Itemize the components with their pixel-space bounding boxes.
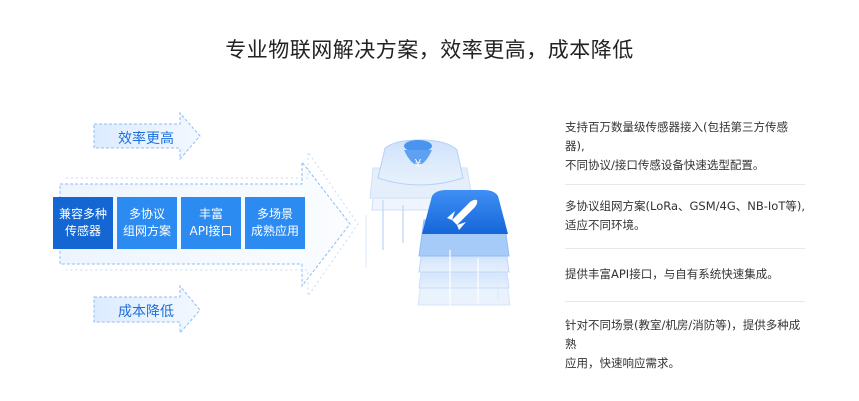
feature-line: 多场景: [256, 207, 293, 221]
rocket-stack: [417, 190, 511, 310]
feature-scenarios: 多场景成熟应用: [245, 197, 305, 249]
feature-line: 丰富: [198, 207, 223, 221]
advantage-line: 应用，快速响应需求。: [565, 356, 680, 370]
page-title: 专业物联网解决方案，效率更高，成本降低: [225, 38, 634, 62]
feature-line: 组网方案: [122, 224, 171, 238]
advantage-item: 提供丰富API接口，与自有系统快速集成。: [565, 249, 805, 302]
feature-line: 成熟应用: [250, 224, 299, 238]
advantage-item: 多协议组网方案(LoRa、GSM/4G、NB-IoT等), 适应不同环境。: [565, 185, 805, 249]
feature-sensor-compat: 兼容多种传感器: [53, 197, 113, 249]
top-small-arrow: [93, 111, 201, 161]
money-bag-icon: ¥: [415, 157, 422, 170]
rocket-icon: [447, 199, 478, 230]
feature-line: API接口: [189, 224, 233, 238]
advantage-item: 支持百万数量级传感器接入(包括第三方传感器), 不同协议/接口传感设备快速选型配…: [565, 110, 805, 185]
feature-line: 传感器: [64, 224, 101, 238]
advantage-item: 针对不同场景(教室/机房/消防等)，提供多种成熟 应用，快速响应需求。: [565, 302, 805, 382]
efficiency-label: 效率更高: [118, 131, 174, 147]
feature-row: 兼容多种传感器 多协议组网方案 丰富 API接口 多场景成熟应用: [53, 197, 305, 249]
feature-line: 兼容多种: [58, 207, 107, 221]
solution-diagram: ¥ 效率更高 成本降低 兼容多种传感器 多协: [53, 111, 511, 335]
advantages-list: 支持百万数量级传感器接入(包括第三方传感器), 不同协议/接口传感设备快速选型配…: [565, 110, 805, 382]
feature-protocol-network: 多协议组网方案: [117, 197, 177, 249]
advantage-line: 多协议组网方案(LoRa、GSM/4G、NB-IoT等),: [565, 199, 805, 213]
cost-label: 成本降低: [118, 304, 174, 320]
advantage-line: 支持百万数量级传感器接入(包括第三方传感器),: [565, 120, 788, 153]
bottom-small-arrow: [93, 284, 201, 335]
advantage-line: 提供丰富API接口，与自有系统快速集成。: [565, 267, 779, 281]
advantage-line: 针对不同场景(教室/机房/消防等)，提供多种成熟: [565, 318, 801, 351]
feature-line: 多协议: [128, 207, 165, 221]
feature-api: 丰富 API接口: [181, 197, 241, 249]
advantage-line: 不同协议/接口传感设备快速选型配置。: [565, 158, 765, 172]
advantage-line: 适应不同环境。: [565, 218, 646, 232]
